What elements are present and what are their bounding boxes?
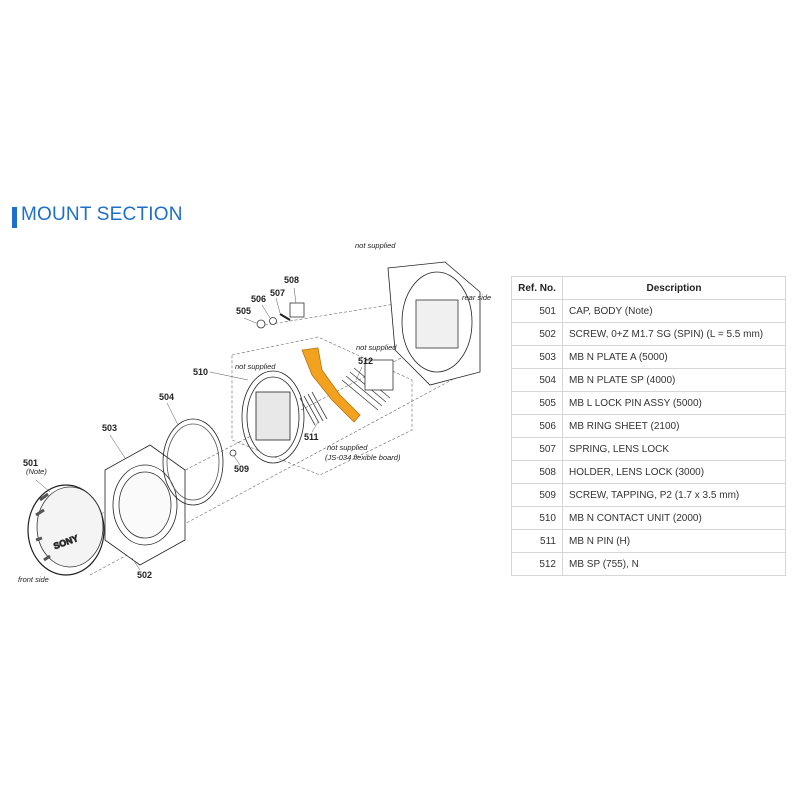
rear-frame-part — [387, 261, 481, 386]
note-not-supplied-frame: not supplied — [355, 241, 396, 250]
description-cell: MB L LOCK PIN ASSY (5000) — [562, 391, 786, 415]
callout-508: 508 — [284, 275, 299, 285]
callout-511: 511 — [304, 432, 319, 442]
ref-no-cell: 501 — [511, 299, 563, 323]
section-title: MOUNT SECTION — [21, 204, 183, 225]
callout-510: 510 — [193, 367, 208, 377]
screw-509-part — [229, 449, 237, 457]
ref-no-cell: 506 — [511, 414, 563, 438]
header-description: Description — [562, 276, 786, 300]
ref-no-cell: 510 — [511, 506, 563, 530]
description-cell: SCREW, 0+Z M1.7 SG (SPIN) (L = 5.5 mm) — [562, 322, 786, 346]
lock-pin-parts — [256, 302, 305, 329]
description-cell: MB N PLATE A (5000) — [562, 345, 786, 369]
ref-no-cell: 512 — [511, 552, 563, 576]
springs-512-part — [341, 359, 394, 411]
callout-502: 502 — [137, 570, 152, 580]
description-cell: SCREW, TAPPING, P2 (1.7 x 3.5 mm) — [562, 483, 786, 507]
section-title-bar — [12, 207, 17, 228]
note-not-supplied-510: not supplied — [235, 362, 276, 371]
note-flex-board: (JS-034 flexible board) — [325, 453, 401, 462]
ref-no-cell: 511 — [511, 529, 563, 553]
flex-board-512-part — [301, 347, 361, 423]
note-not-supplied-512: not supplied — [356, 343, 397, 352]
exploded-diagram: SONY — [18, 241, 491, 584]
description-cell: CAP, BODY (Note) — [562, 299, 786, 323]
ref-no-cell: 509 — [511, 483, 563, 507]
note-cap: (Note) — [26, 467, 47, 476]
contact-unit-510-part — [241, 370, 305, 464]
ref-no-cell: 507 — [511, 437, 563, 461]
ref-no-cell: 508 — [511, 460, 563, 484]
header-ref-no: Ref. No. — [511, 276, 563, 300]
description-cell: MB N CONTACT UNIT (2000) — [562, 506, 786, 530]
callout-509: 509 — [234, 464, 249, 474]
leader-lines — [35, 287, 363, 571]
description-cell: MB N PIN (H) — [562, 529, 786, 553]
note-not-supplied-511: not supplied — [327, 443, 368, 452]
description-cell: SPRING, LENS LOCK — [562, 437, 786, 461]
callout-505: 505 — [236, 306, 251, 316]
callout-506: 506 — [251, 294, 266, 304]
callout-503: 503 — [102, 423, 117, 433]
description-cell: HOLDER, LENS LOCK (3000) — [562, 460, 786, 484]
body-cap-part: SONY — [27, 484, 105, 576]
ref-no-cell: 503 — [511, 345, 563, 369]
callout-504: 504 — [159, 392, 174, 402]
ref-no-cell: 502 — [511, 322, 563, 346]
ref-no-cell: 505 — [511, 391, 563, 415]
pins-511-part — [299, 391, 328, 426]
description-cell: MB N PLATE SP (4000) — [562, 368, 786, 392]
callout-507: 507 — [270, 288, 285, 298]
plate-504-part — [162, 418, 224, 506]
ref-no-cell: 504 — [511, 368, 563, 392]
note-front-side: front side — [18, 575, 49, 584]
description-cell: MB SP (755), N — [562, 552, 786, 576]
table-header-row: Ref. No. Description — [511, 276, 786, 300]
plate-503-part — [104, 444, 186, 566]
description-cell: MB RING SHEET (2100) — [562, 414, 786, 438]
note-rear-side: rear side — [462, 293, 491, 302]
callout-501: 501 — [23, 458, 38, 468]
callout-512: 512 — [358, 356, 373, 366]
